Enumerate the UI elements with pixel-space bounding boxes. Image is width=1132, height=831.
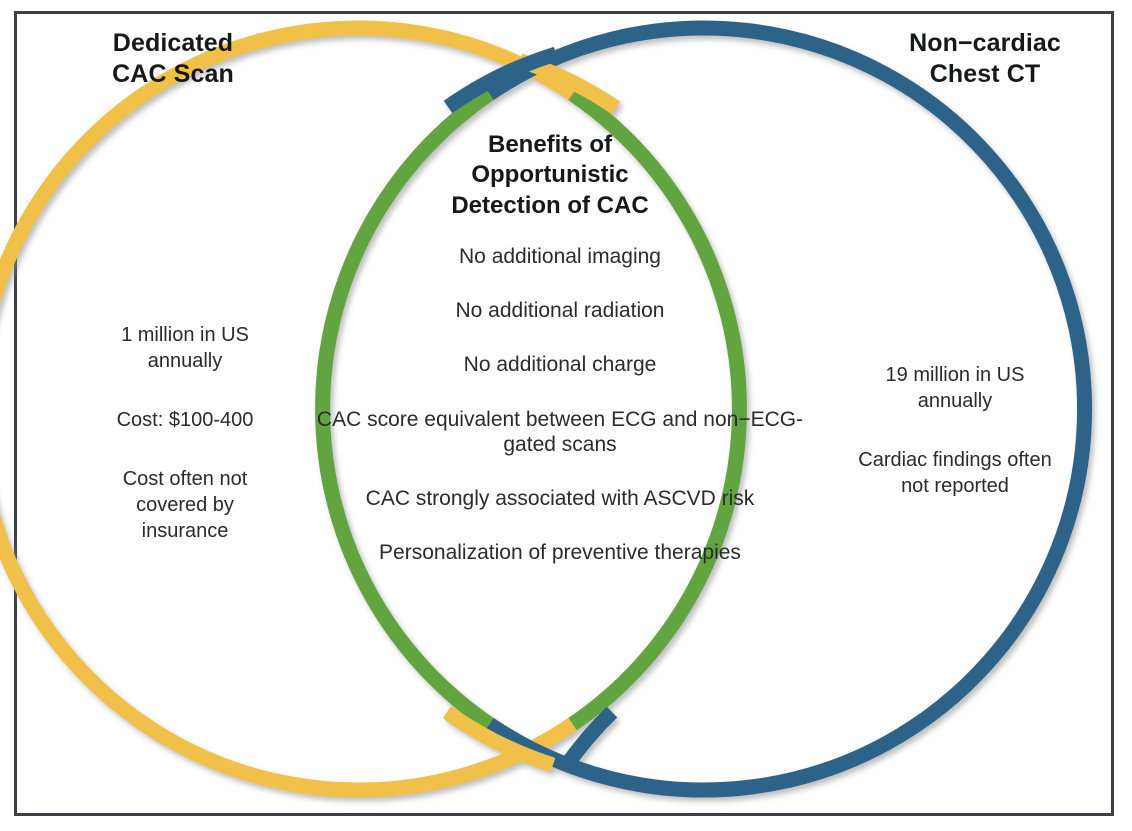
right-circle-arc-blue [485,20,1093,798]
left-circle-title-line2: CAC Scan [112,59,234,88]
figure-border [14,11,1114,816]
overlap-title-line1: Benefits of [487,131,612,158]
left-circle-arc-green [568,87,747,731]
right-circle-list: 19 million in US annually Cardiac findin… [855,362,1055,499]
list-item: Cardiac findings often not reported [858,449,1052,497]
list-item: CAC score equivalent between ECG and non… [316,407,804,456]
right-circle-title-line2: Chest CT [929,59,1041,88]
overlap-title-line2: Opportunistic [471,161,629,189]
top-crossing-blue-overlay [443,46,559,114]
left-circle-arc-yellow [0,20,577,798]
overlap-title: Benefits of Opportunistic Detection of C… [380,130,720,221]
left-circle-title: Dedicated CAC Scan [38,28,308,89]
list-item: No additional charge [463,353,657,377]
list-item: 1 million in US annually [121,324,249,372]
overlap-title-line3: Detection of CAC [451,191,649,219]
list-item: 19 million in US annually [885,364,1025,412]
right-circle-title: Non−cardiac Chest CT [860,28,1110,89]
list-item: CAC strongly associated with ASCVD risk [365,486,755,510]
left-circle-list: 1 million in US annually Cost: $100-400 … [90,322,280,544]
list-item: Cost often not covered by insurance [122,468,248,542]
list-item: No additional imaging [459,245,661,268]
list-item: Cost: $100-400 [116,409,254,431]
right-circle-title-line1: Non−cardiac [909,29,1061,57]
right-circle-arc-green [315,87,494,731]
left-circle-title-line1: Dedicated [112,29,234,57]
bottom-crossing-blue-overlay [559,706,618,771]
list-item: Personalization of preventive therapies [379,541,741,565]
bottom-crossing-yellow-overlay [442,705,556,773]
overlap-benefit-list: No additional imaging No additional radi… [300,244,820,565]
list-item: No additional radiation [455,299,665,323]
